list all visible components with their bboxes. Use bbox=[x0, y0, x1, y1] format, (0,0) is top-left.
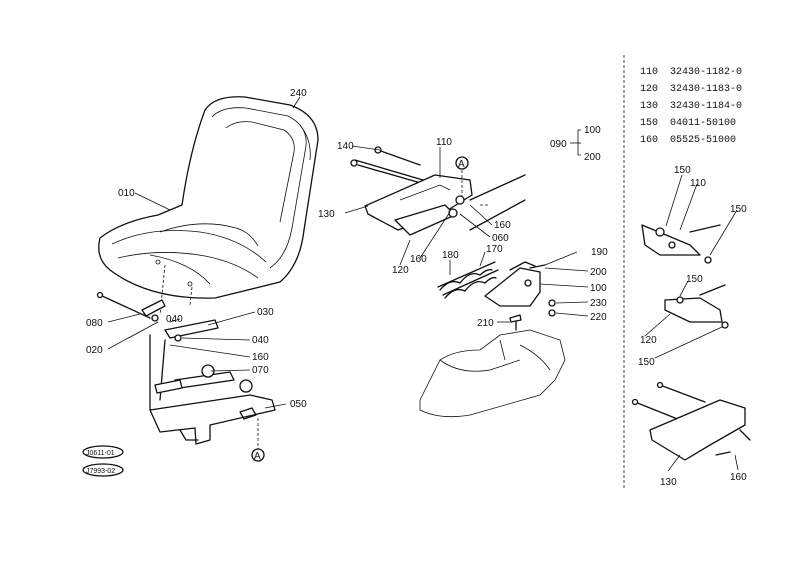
callout-100: 100 bbox=[590, 283, 607, 294]
callout-140: 140 bbox=[337, 141, 354, 152]
table-part-no: 32430-1183-0 bbox=[670, 84, 742, 95]
callout-180: 180 bbox=[442, 250, 459, 261]
table-ref: 110 bbox=[640, 67, 658, 78]
callout-170: 170 bbox=[486, 244, 503, 255]
callout-190: 190 bbox=[591, 247, 608, 258]
callout-070: 070 bbox=[252, 365, 269, 376]
ref-mark-a: A bbox=[254, 451, 261, 462]
table-ref: 120 bbox=[640, 84, 658, 95]
callout-160: 160 bbox=[410, 254, 427, 265]
callout-090: 090 bbox=[550, 139, 567, 150]
detail-callout-160: 160 bbox=[730, 472, 747, 483]
callout-120: 120 bbox=[392, 265, 409, 276]
parts-table: 110 32430-1182-0 120 32430-1183-0 130 32… bbox=[640, 67, 742, 146]
table-ref: 130 bbox=[640, 101, 658, 112]
table-part-no: 04011-50100 bbox=[670, 118, 736, 129]
callout-240: 240 bbox=[290, 88, 307, 99]
callout-090-100: 100 bbox=[584, 125, 601, 136]
callout-020: 020 bbox=[86, 345, 103, 356]
callout-160: 160 bbox=[494, 220, 511, 231]
detail-callout-110: 110 bbox=[690, 178, 706, 189]
seat-mounting-parts bbox=[96, 291, 276, 450]
callout-130: 130 bbox=[318, 209, 335, 220]
fender-mount-outline bbox=[419, 329, 566, 418]
callout-110: 110 bbox=[436, 137, 452, 148]
detail-callout-150: 150 bbox=[674, 165, 691, 176]
table-ref: 150 bbox=[640, 118, 658, 129]
callout-030: 030 bbox=[257, 307, 274, 318]
callout-060: 060 bbox=[492, 233, 509, 244]
reference-marks: A A bbox=[251, 156, 469, 462]
detail-callout-120: 120 bbox=[640, 335, 657, 346]
callout-200: 200 bbox=[590, 267, 607, 278]
slide-rail-assembly bbox=[350, 146, 556, 331]
detail-callout-130: 130 bbox=[660, 477, 677, 488]
table-part-no: 32430-1182-0 bbox=[670, 67, 742, 78]
table-part-no: 05525-51000 bbox=[670, 135, 736, 146]
callout-010: 010 bbox=[118, 188, 135, 199]
detail-callout-150: 150 bbox=[686, 274, 703, 285]
table-ref: 160 bbox=[640, 135, 658, 146]
callout-230: 230 bbox=[590, 298, 607, 309]
seat-010 bbox=[98, 96, 319, 316]
callout-210: 210 bbox=[477, 318, 494, 329]
stamp-top: J0611-01 bbox=[86, 450, 115, 457]
stamp-bottom: J7993-02 bbox=[86, 468, 115, 475]
detail-callout-150: 150 bbox=[638, 357, 655, 368]
callout-220: 220 bbox=[590, 312, 607, 323]
table-part-no: 32430-1184-0 bbox=[670, 101, 742, 112]
callout-050: 050 bbox=[290, 399, 307, 410]
ref-mark-a: A bbox=[458, 159, 465, 170]
callout-160: 160 bbox=[252, 352, 269, 363]
callout-040: 040 bbox=[166, 314, 183, 325]
detail-callout-150: 150 bbox=[730, 204, 747, 215]
callout-080: 080 bbox=[86, 318, 103, 329]
detail-views bbox=[631, 224, 751, 461]
leader-lines bbox=[107, 96, 739, 472]
callout-090-200: 200 bbox=[584, 152, 601, 163]
drawing-stamps: J0611-01 J7993-02 bbox=[82, 445, 124, 477]
callout-040: 040 bbox=[252, 335, 269, 346]
callout-090-brace bbox=[577, 129, 581, 156]
part-callouts: 240 010 080 020 040 030 040 160 070 050 … bbox=[86, 88, 747, 488]
